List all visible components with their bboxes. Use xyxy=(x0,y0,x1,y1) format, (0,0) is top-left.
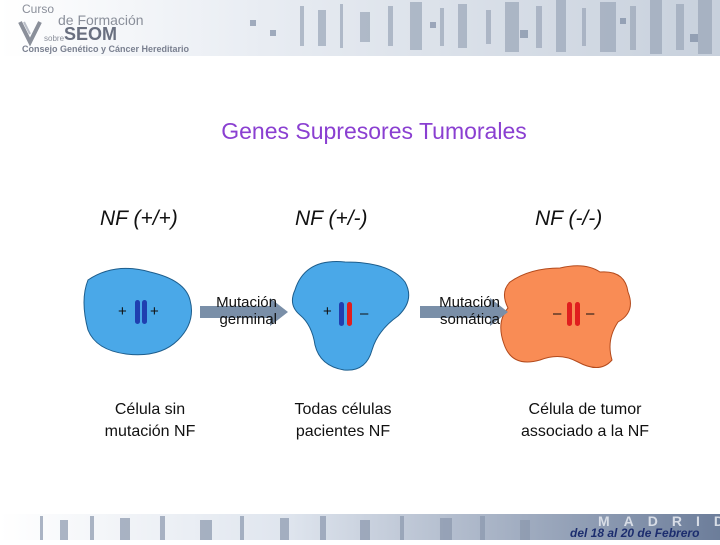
allele-sign-2-left: + xyxy=(323,303,332,320)
arrow-label-germinal-line2: germinal xyxy=(219,311,277,328)
logo-text-curso: Curso xyxy=(22,2,55,16)
heading-nf-heterozygous: NF (+/-) xyxy=(295,207,368,230)
allele-sign-2-right: – xyxy=(360,305,369,322)
chromosome-1b xyxy=(142,300,147,324)
caption-heterozygous-line2: pacientes NF xyxy=(295,423,391,440)
chromosome-2a xyxy=(339,302,344,326)
logo-text-subtitle: Consejo Genético y Cáncer Hereditario xyxy=(22,44,190,54)
tumor-cell-shape xyxy=(500,265,631,368)
chromosome-1a xyxy=(135,300,140,324)
caption-normal-line1: Célula sin xyxy=(114,401,186,418)
header-decoration xyxy=(0,0,720,56)
allele-sign-3-right: – xyxy=(586,305,595,322)
footer-decoration xyxy=(0,514,720,540)
arrow-label-germinal: Mutación germinal xyxy=(195,294,277,328)
arrow-label-somatic-line1: Mutación xyxy=(439,294,500,311)
caption-heterozygous-cell: Todas células pacientes NF xyxy=(268,399,418,443)
arrow-somatic xyxy=(420,298,508,326)
chromosome-3b xyxy=(575,302,580,326)
footer-banner: MADRID del 18 al 20 de Febrero xyxy=(0,510,720,540)
arrow-label-somatic: Mutación somática xyxy=(420,294,500,328)
footer-dates: del 18 al 20 de Febrero xyxy=(570,526,700,540)
allele-sign-3-left: – xyxy=(553,305,562,322)
caption-normal-cell: Célula sin mutación NF xyxy=(75,399,225,443)
heading-nf-wild-type: NF (+/+) xyxy=(100,207,178,230)
caption-tumor-cell: Célula de tumor associado a la NF xyxy=(500,399,670,443)
header-banner: Curso de Formación SEOM sobre Consejo Ge… xyxy=(0,0,720,60)
arrow-label-somatic-line2: somática xyxy=(439,311,500,328)
caption-tumor-line2: associado a la NF xyxy=(520,423,650,440)
heading-nf-null: NF (-/-) xyxy=(535,207,603,230)
footer-city: MADRID xyxy=(598,513,720,529)
slide-title: Genes Supresores Tumorales xyxy=(221,118,527,144)
allele-sign-1-left: + xyxy=(118,303,127,320)
logo-text-sobre: sobre xyxy=(44,34,65,43)
allele-sign-1-right: + xyxy=(150,303,159,320)
chromosome-2b xyxy=(347,302,352,326)
caption-heterozygous-line1: Todas células xyxy=(294,401,392,418)
arrow-label-germinal-line1: Mutación xyxy=(216,294,277,311)
caption-tumor-line1: Célula de tumor xyxy=(528,401,642,418)
arrow-germinal xyxy=(200,298,288,326)
logo-text-formacion: de Formación xyxy=(58,12,144,28)
chromosome-3a xyxy=(567,302,572,326)
logo-text-seom: SEOM xyxy=(64,24,118,44)
caption-normal-line2: mutación NF xyxy=(104,423,196,440)
